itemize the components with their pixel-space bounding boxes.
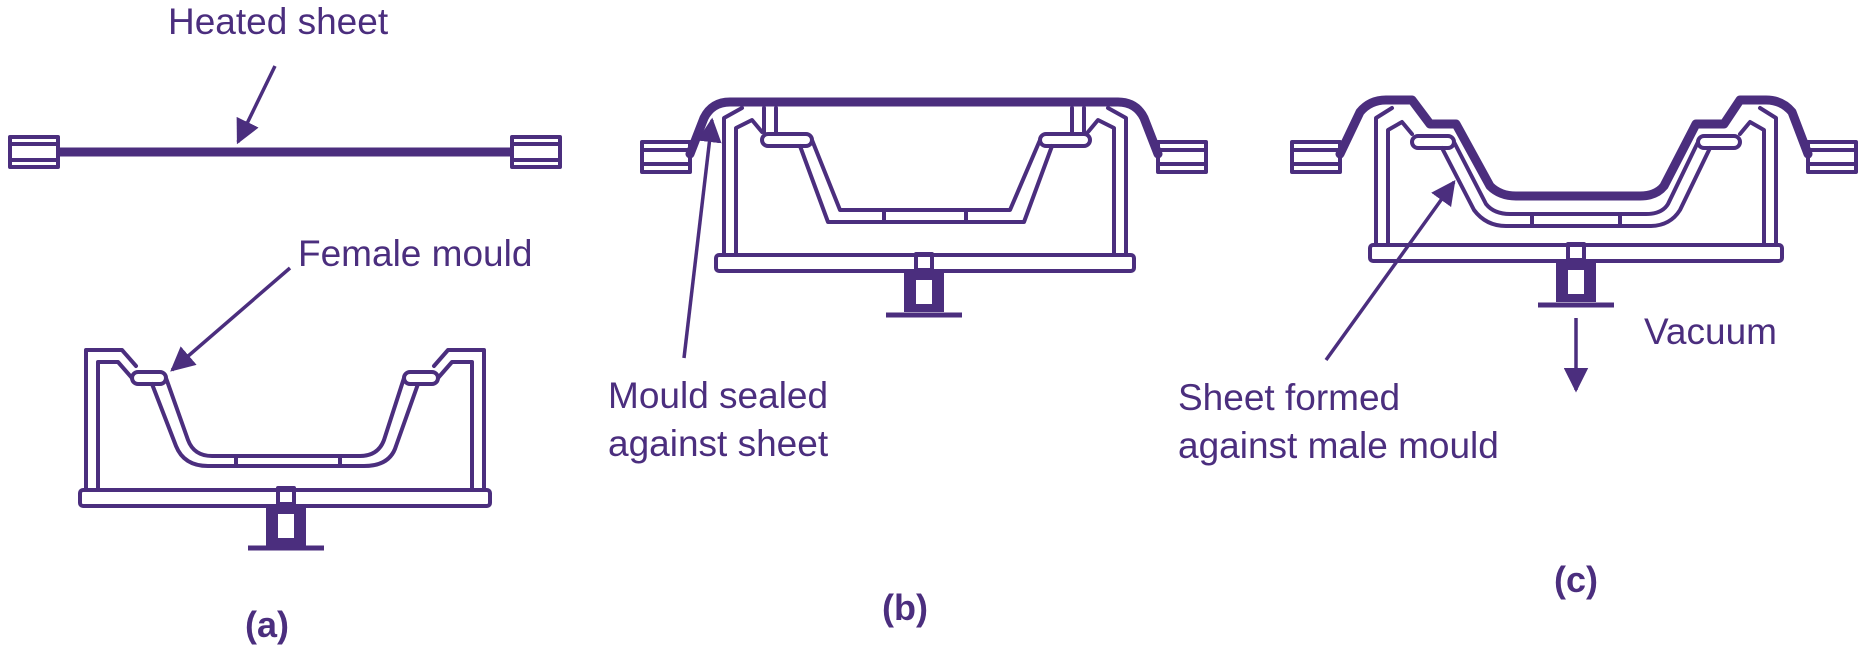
- panel-a: Heated sheet Female mould: [8, 1, 562, 645]
- caption-a: (a): [245, 604, 289, 645]
- female-mould-arrow: [170, 266, 292, 372]
- clamps-c: [1290, 140, 1858, 174]
- mould-sealed-label-1: Mould sealed: [608, 375, 828, 416]
- heated-sheet: [8, 135, 562, 169]
- mould-sealed-arrow: [682, 117, 722, 359]
- mould-c: [1368, 106, 1784, 308]
- female-mould: [78, 348, 492, 551]
- vacuum-label: Vacuum: [1644, 311, 1777, 352]
- caption-c: (c): [1554, 559, 1598, 600]
- sheet-c: [1335, 95, 1813, 201]
- caption-b: (b): [882, 587, 928, 628]
- sheet-b: [685, 97, 1163, 159]
- sheet-formed-label-2: against male mould: [1178, 425, 1499, 466]
- female-mould-label: Female mould: [298, 233, 532, 274]
- sheet-formed-arrow: [1324, 180, 1456, 362]
- panel-c: Sheet formed against male mould Vacuum (…: [1178, 95, 1858, 600]
- clamps-b: [640, 140, 1208, 174]
- heated-sheet-arrow: [236, 65, 277, 145]
- mould-sealed-label-2: against sheet: [608, 423, 829, 464]
- sheet-formed-label-1: Sheet formed: [1178, 377, 1400, 418]
- mould-b: [714, 106, 1136, 318]
- heated-sheet-label: Heated sheet: [168, 1, 389, 42]
- panel-b: Mould sealed against sheet (b): [608, 97, 1208, 628]
